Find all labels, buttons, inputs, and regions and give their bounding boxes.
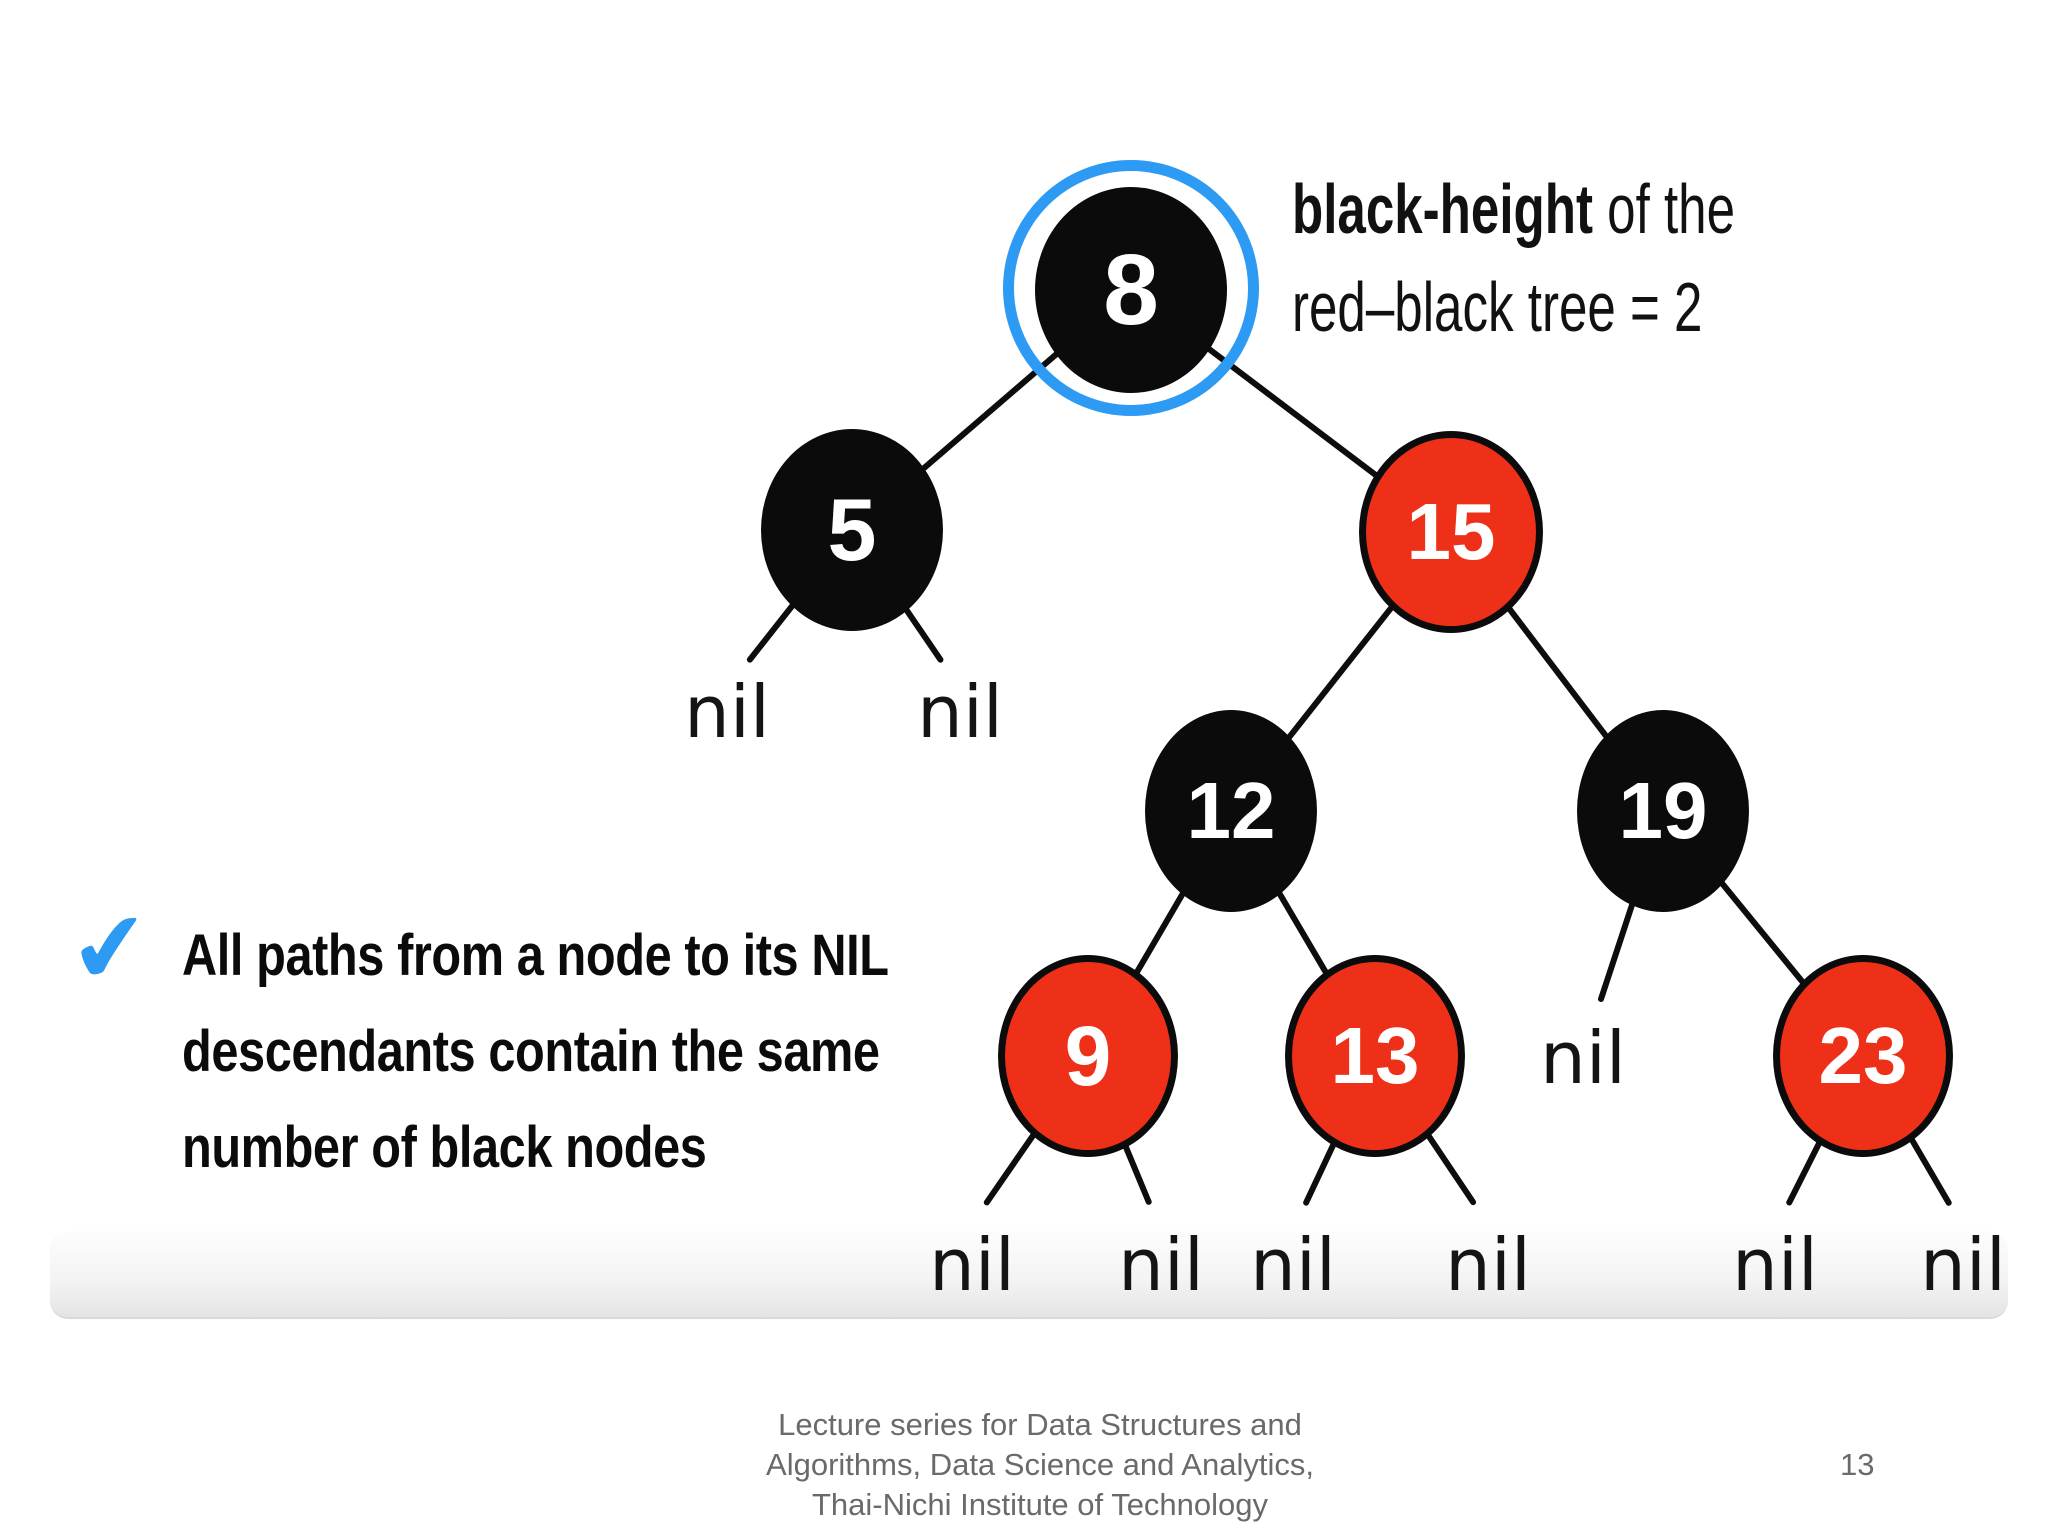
- tree-node-13: 13: [1285, 955, 1465, 1157]
- caption-line1-rest: of the: [1592, 170, 1736, 248]
- tree-node-12: 12: [1145, 710, 1317, 912]
- nil-label: nil: [1732, 1223, 1818, 1307]
- nil-label: nil: [1920, 1223, 2006, 1307]
- check-icon: ✔: [64, 888, 157, 1008]
- nil-label: nil: [1540, 1016, 1626, 1100]
- caption-line2: red–black tree = 2: [1292, 268, 1703, 346]
- caption-line1: black-height of the: [1292, 160, 1735, 258]
- tree-node-19: 19: [1577, 710, 1749, 912]
- bullet-line-2: descendants contain the same: [182, 1019, 880, 1084]
- bullet-line-3: number of black nodes: [182, 1115, 707, 1180]
- nil-label: nil: [1250, 1223, 1336, 1307]
- nil-label: nil: [1118, 1223, 1204, 1307]
- tree-node-23: 23: [1773, 955, 1953, 1157]
- nil-label: nil: [684, 670, 770, 754]
- tree-node-5: 5: [761, 429, 943, 631]
- footer-line-2: Algorithms, Data Science and Analytics,: [766, 1447, 1314, 1482]
- bullet-text: All paths from a node to its NIL descend…: [182, 908, 889, 1196]
- nil-label: nil: [917, 670, 1003, 754]
- footer-line-3: Thai-Nichi Institute of Technology: [811, 1487, 1269, 1522]
- tree-node-9: 9: [998, 955, 1178, 1157]
- black-height-caption: black-height of the red–black tree = 2: [1292, 160, 1735, 356]
- bottom-gray-band: [50, 1231, 2008, 1319]
- tree-node-15: 15: [1359, 431, 1543, 633]
- footer-line-1: Lecture series for Data Structures and: [778, 1407, 1302, 1442]
- nil-label: nil: [1445, 1223, 1531, 1307]
- caption-bold-term: black-height: [1292, 170, 1593, 248]
- footer-credit: Lecture series for Data Structures and A…: [560, 1405, 1520, 1525]
- bullet-line-1: All paths from a node to its NIL: [182, 923, 889, 988]
- page-number: 13: [1840, 1447, 1875, 1482]
- nil-label: nil: [929, 1223, 1015, 1307]
- tree-node-8: 8: [1035, 187, 1227, 393]
- highlight-ring: [1003, 160, 1259, 416]
